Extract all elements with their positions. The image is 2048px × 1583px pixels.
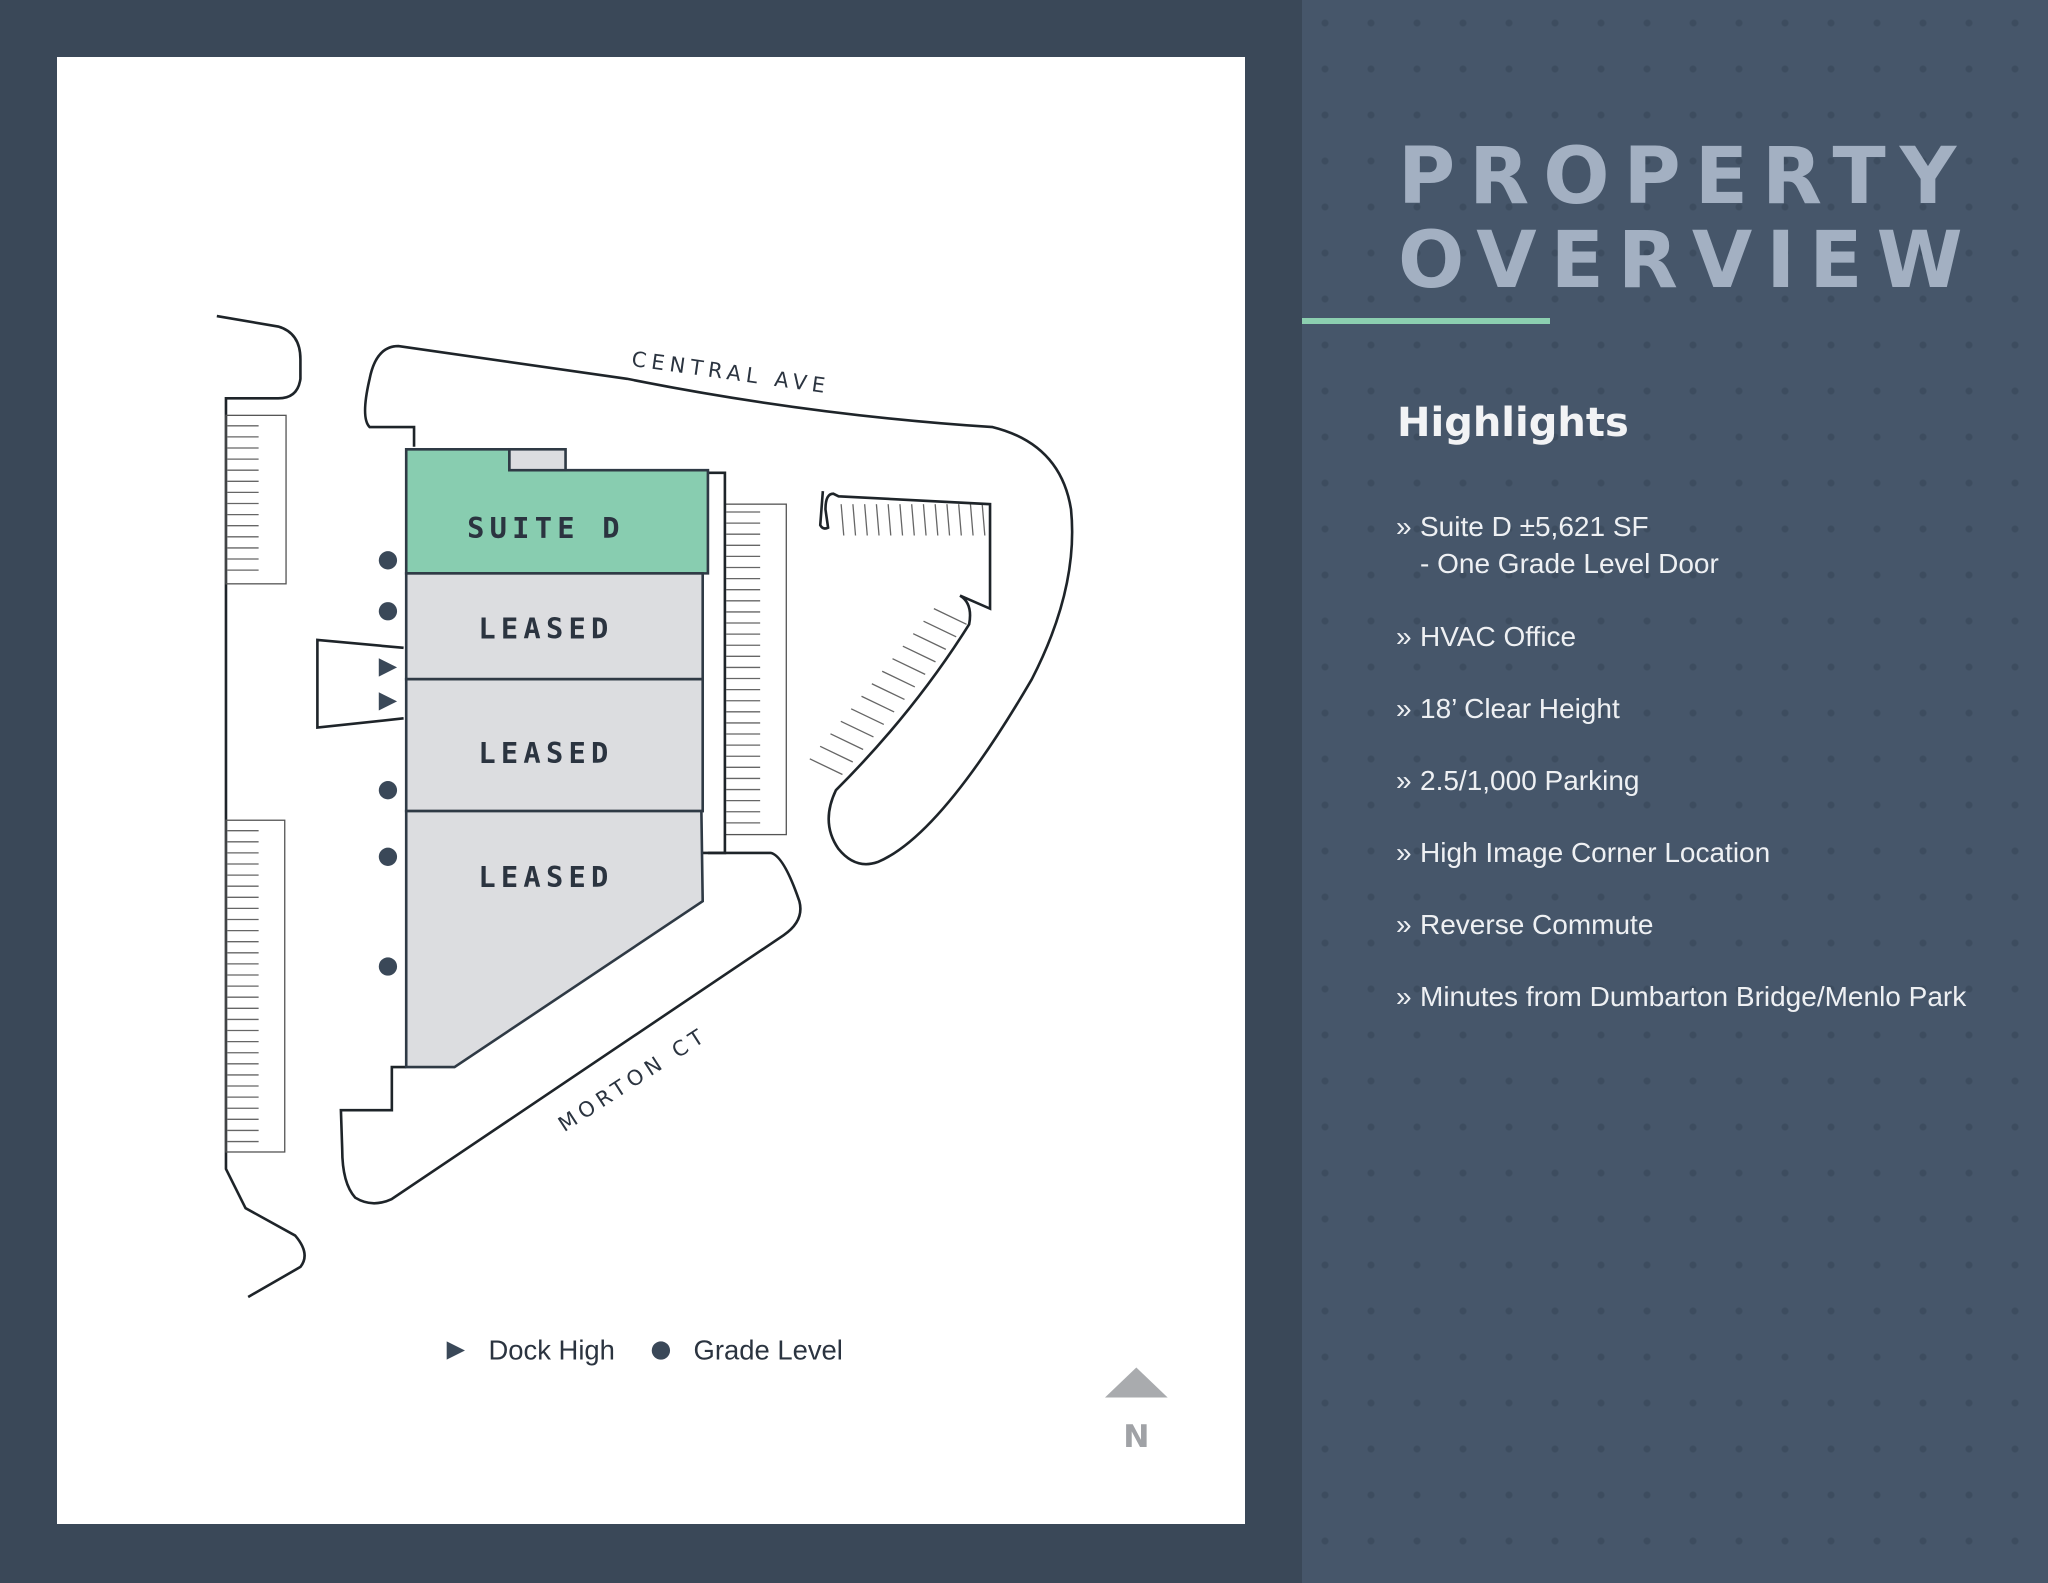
overview-panel — [1302, 0, 2048, 1583]
highlight-subtext: - One Grade Level Door — [1420, 548, 1719, 579]
grade-level-door-marker — [378, 781, 398, 800]
parking-stall-line — [933, 608, 967, 625]
leased-label-2: LEASED — [478, 736, 613, 770]
highlight-text: Suite D ±5,621 SF — [1420, 511, 1649, 542]
parking-stall-line — [809, 758, 843, 776]
grade-level-legend-icon — [651, 1341, 671, 1360]
morton-ct-outline — [339, 851, 802, 1205]
parking-stall-line — [861, 695, 895, 713]
bullet-icon: » — [1396, 693, 1412, 724]
parking-stall-line — [871, 683, 905, 701]
parking-stall-line — [981, 504, 986, 536]
parking-stall-line — [922, 504, 927, 536]
dock-high-legend-icon — [446, 1341, 465, 1360]
parking-stall-line — [830, 733, 864, 751]
highlights-heading: Highlights — [1397, 400, 1629, 446]
parking-stall-line — [864, 504, 868, 536]
grade-level-door-marker — [378, 957, 398, 976]
central-ave-label: CENTRAL AVE — [630, 347, 832, 399]
parking-stall-line — [923, 620, 957, 638]
leased-unit-2[interactable] — [404, 677, 705, 813]
parking-stall-line — [852, 504, 857, 536]
parking-lot-left-top — [225, 414, 287, 585]
bullet-icon: » — [1396, 837, 1412, 868]
bullet-icon: » — [1396, 909, 1412, 940]
dock-high-legend-label: Dock High — [488, 1335, 614, 1366]
grade-level-door-marker — [378, 602, 398, 621]
parking-stall-line — [892, 658, 926, 675]
highlight-item: » High Image Corner Location — [1396, 834, 1770, 871]
parking-stall-line — [881, 670, 916, 688]
highlight-item: » Suite D ±5,621 SF - One Grade Level Door — [1396, 508, 1719, 582]
parking-stall-line — [850, 708, 885, 726]
parking-stall-line — [969, 504, 974, 536]
central-ave-outline — [363, 344, 1074, 866]
bullet-icon: » — [1396, 511, 1412, 542]
parking-stall-line — [840, 720, 874, 738]
parking-stalls — [227, 425, 986, 1143]
grade-level-door-marker — [378, 551, 398, 570]
north-label: N — [1123, 1419, 1149, 1455]
parking-stall-line — [840, 504, 845, 536]
grade-level-legend-label: Grade Level — [694, 1335, 843, 1366]
parking-lot-east — [724, 503, 787, 836]
parking-stall-line — [875, 504, 880, 536]
suite-d-label: SUITE D — [467, 511, 625, 545]
parking-stall-line — [946, 504, 951, 536]
parking-stall-line — [899, 504, 904, 536]
parking-stall-line — [911, 504, 915, 536]
highlight-text: HVAC Office — [1420, 621, 1577, 652]
highlight-item: » HVAC Office — [1396, 618, 1576, 655]
grade-level-door-marker — [378, 847, 398, 866]
north-arrow-icon — [1104, 1367, 1168, 1398]
leased-label-3: LEASED — [478, 860, 613, 894]
parking-stall-line — [934, 504, 939, 536]
morton-ct-label: MORTON CT — [554, 1022, 712, 1136]
highlight-text: 18’ Clear Height — [1420, 693, 1620, 724]
dock-high-door-marker — [378, 692, 398, 711]
parking-lot-left-bottom — [225, 819, 286, 1153]
parking-stall-line — [819, 745, 854, 763]
rooftop-unit — [508, 447, 567, 472]
highlight-text: 2.5/1,000 Parking — [1420, 765, 1640, 796]
highlight-text: Minutes from Dumbarton Bridge/Menlo Park — [1420, 981, 1967, 1012]
leased-unit-1[interactable] — [404, 572, 705, 681]
highlight-item: » 18’ Clear Height — [1396, 690, 1620, 727]
left-road-outline — [216, 314, 306, 1299]
east-walkway — [700, 471, 727, 855]
bullet-icon: » — [1396, 621, 1412, 652]
bullet-icon: » — [1396, 765, 1412, 796]
accent-divider — [1302, 318, 1550, 324]
highlight-item: » Minutes from Dumbarton Bridge/Menlo Par… — [1396, 978, 1966, 1015]
highlight-item: » 2.5/1,000 Parking — [1396, 762, 1640, 799]
highlight-item: » Reverse Commute — [1396, 906, 1653, 943]
dock-high-door-marker — [378, 658, 398, 677]
page-title-line1: PROPERTY — [1398, 132, 1971, 222]
bullet-icon: » — [1396, 981, 1412, 1012]
highlight-text: Reverse Commute — [1420, 909, 1654, 940]
leased-unit-3[interactable] — [404, 809, 705, 1069]
parking-stall-line — [887, 504, 892, 536]
leased-label-1: LEASED — [478, 612, 613, 646]
highlight-text: High Image Corner Location — [1420, 837, 1771, 868]
dock-apron — [316, 638, 404, 729]
parking-stall-line — [958, 504, 962, 536]
parking-stall-line — [912, 633, 947, 650]
parking-stall-line — [902, 645, 936, 663]
page-title-line2: OVERVIEW — [1398, 216, 1977, 306]
